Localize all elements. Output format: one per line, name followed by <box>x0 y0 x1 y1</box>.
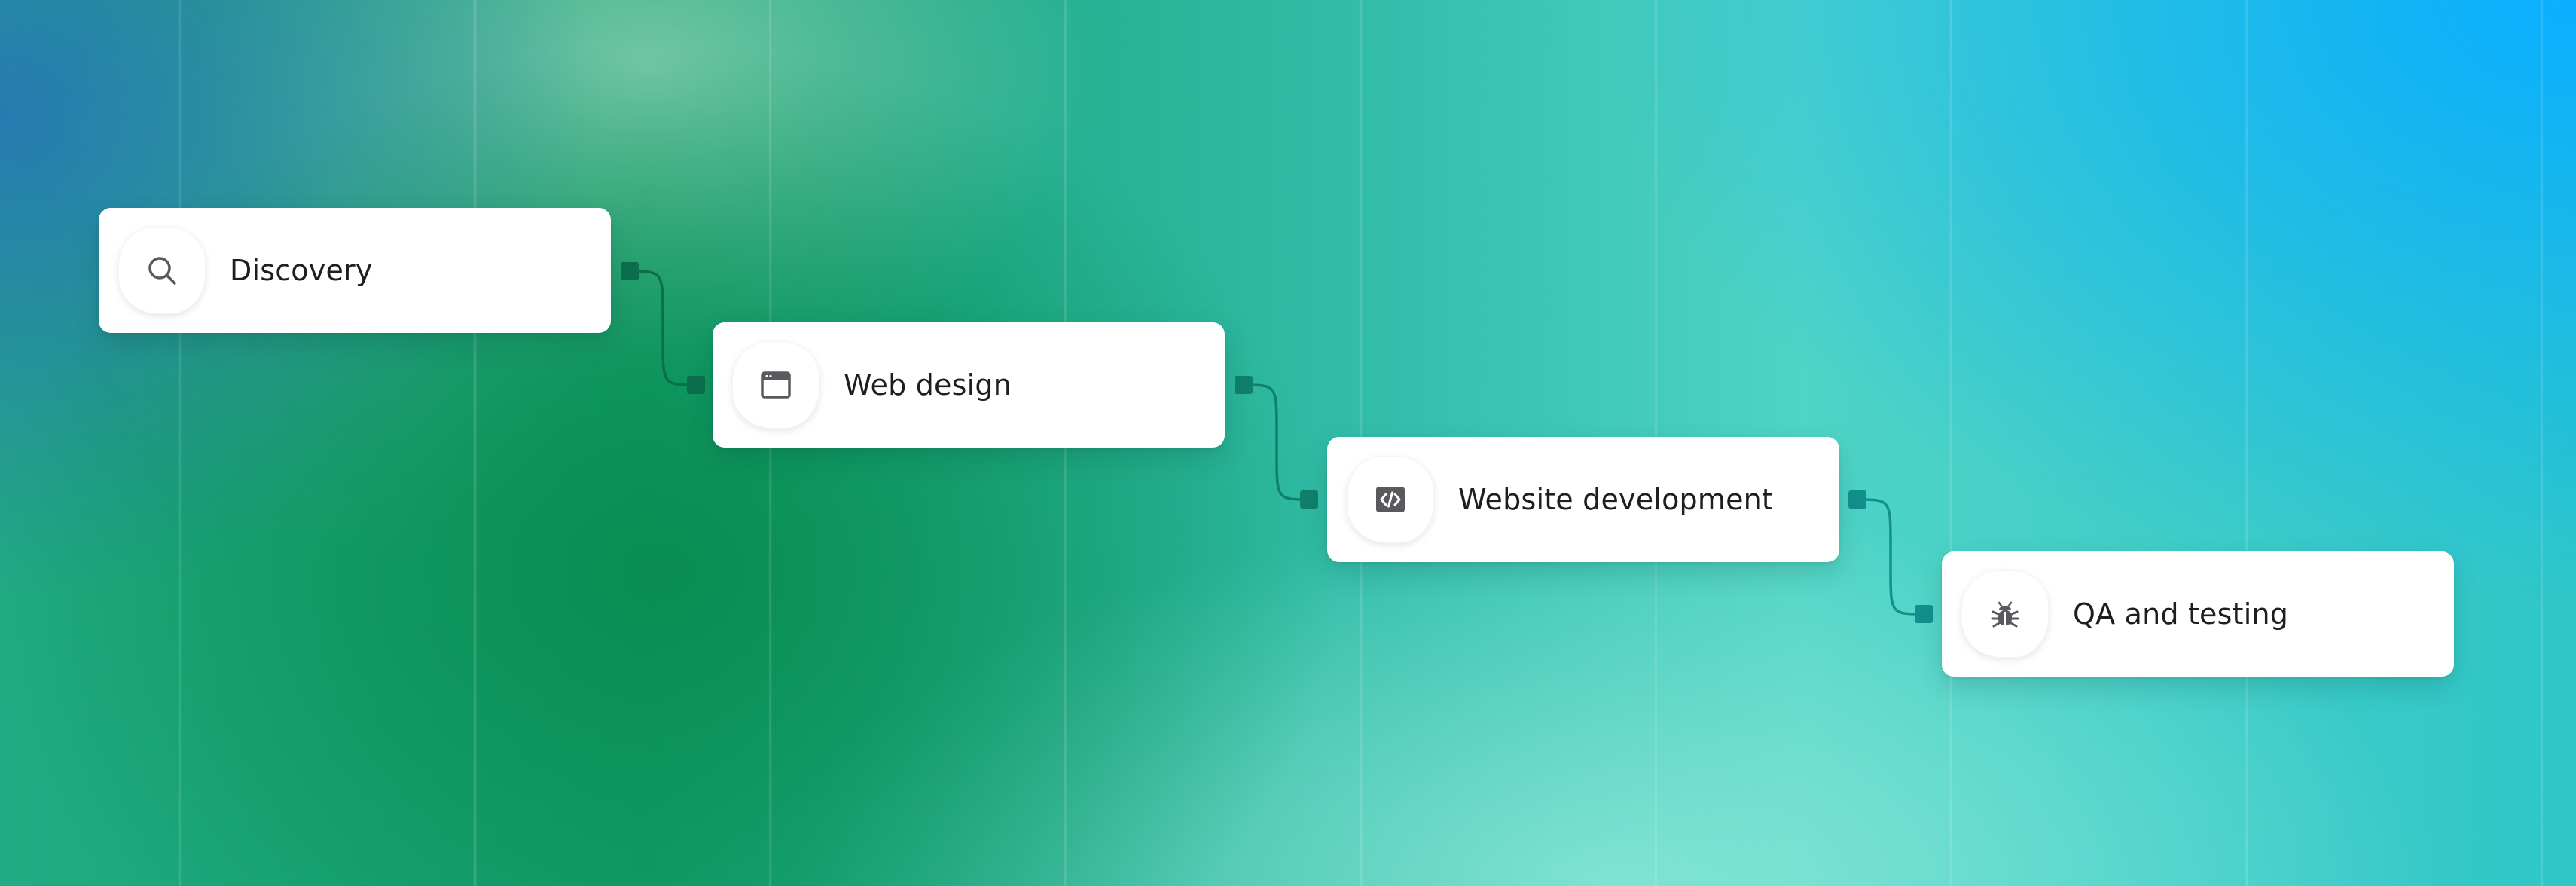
node-label: Discovery <box>230 254 373 287</box>
connector-development-to-qa <box>1848 490 1933 623</box>
connector-discovery-to-web-design <box>621 262 705 394</box>
search-icon <box>144 252 180 289</box>
connector-line <box>628 270 697 386</box>
node-label: Website development <box>1458 483 1774 516</box>
node-website-development[interactable]: Website development <box>1327 437 1839 562</box>
node-web-design[interactable]: Web design <box>713 322 1225 448</box>
node-qa-and-testing[interactable]: QA and testing <box>1942 551 2454 677</box>
connector-handle-in[interactable] <box>1300 490 1318 509</box>
connector-handle-in[interactable] <box>1915 605 1933 623</box>
icon-badge <box>732 341 819 429</box>
connector-handle-out[interactable] <box>1848 490 1866 509</box>
node-label: Web design <box>844 368 1012 402</box>
browser-window-icon <box>758 368 793 402</box>
node-discovery[interactable]: Discovery <box>99 208 611 333</box>
connector-line <box>1243 383 1311 501</box>
code-icon <box>1373 482 1408 517</box>
connector-line <box>1857 498 1924 616</box>
icon-badge <box>1961 570 2049 658</box>
node-label: QA and testing <box>2073 597 2289 631</box>
connector-handle-in[interactable] <box>687 376 705 394</box>
bug-icon <box>1987 596 2023 632</box>
icon-badge <box>1347 456 1434 543</box>
icon-badge <box>118 227 206 314</box>
connector-web-design-to-development <box>1235 376 1318 509</box>
connector-handle-out[interactable] <box>1235 376 1253 394</box>
connector-handle-out[interactable] <box>621 262 639 280</box>
